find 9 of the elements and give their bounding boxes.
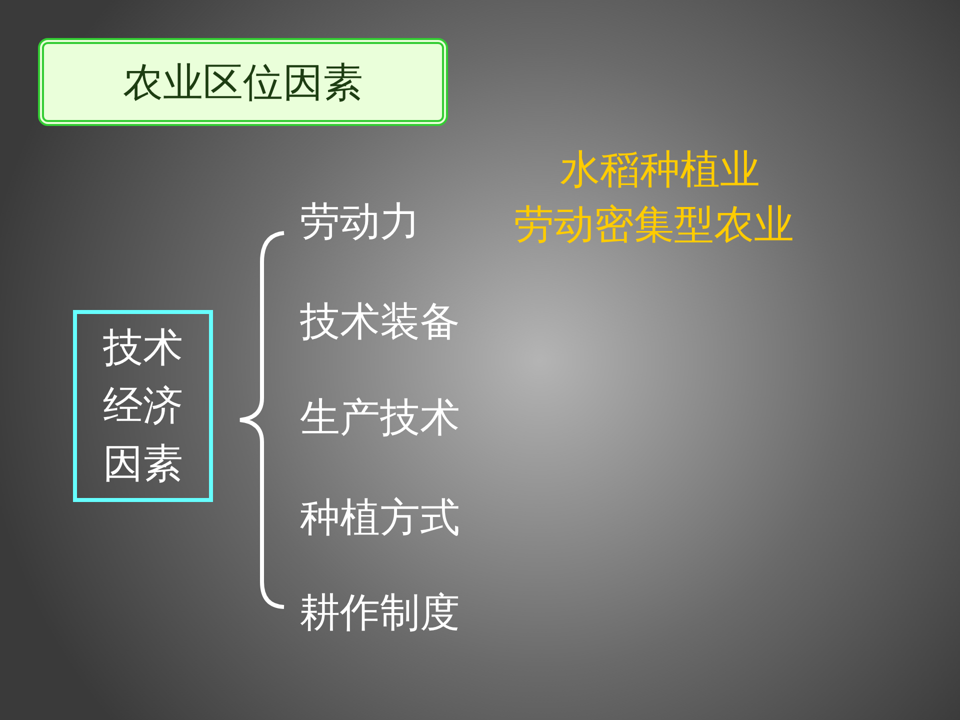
- crop-label: 水稻种植业: [560, 146, 760, 195]
- factor-item: 技术装备: [300, 298, 460, 347]
- crop-label: 劳动密集型农业: [514, 201, 794, 250]
- factor-box: 技术经济因素: [73, 310, 213, 502]
- factor-item: 耕作制度: [300, 589, 460, 638]
- factor-item: 种植方式: [300, 494, 460, 543]
- factor-item: 生产技术: [300, 394, 460, 443]
- factor-item: 劳动力: [300, 198, 420, 247]
- title-box: 农业区位因素: [38, 38, 448, 126]
